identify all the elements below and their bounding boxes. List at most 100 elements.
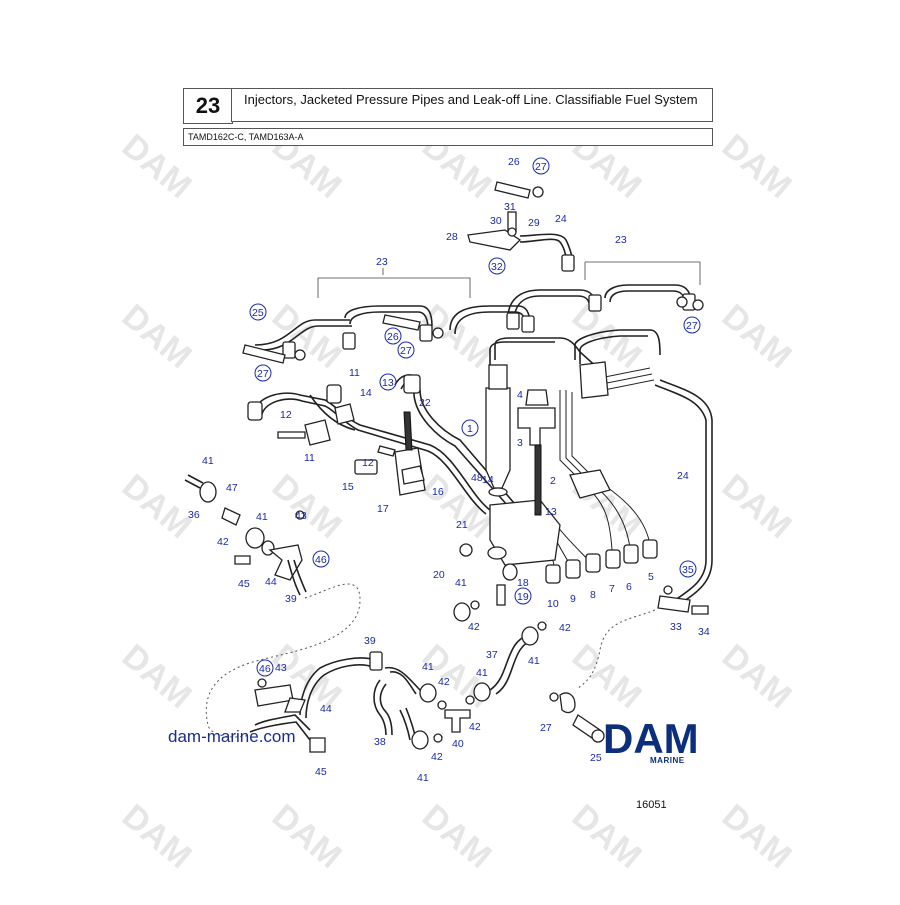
callout-22: 22 [419,397,431,409]
callout-28: 28 [446,231,458,243]
callout-number: 12 [362,457,374,469]
callout-26: 26 [384,327,402,345]
callout-number: 35 [682,564,694,576]
callout-number: 23 [376,256,388,268]
watermark-text: DAM [715,467,799,546]
callout-43: 43 [275,662,287,674]
callout-6: 6 [626,581,632,593]
callout-number: 26 [387,331,399,343]
callout-number: 47 [226,482,238,494]
watermark-text: DAM [715,127,799,206]
callout-number: 20 [433,569,445,581]
callout-circle [249,303,267,321]
callout-44: 44 [265,576,277,588]
callout-46: 46 [312,550,330,568]
callout-number: 7 [609,583,615,595]
callout-24: 24 [555,213,567,225]
callout-25: 25 [249,303,267,321]
callout-number: 23 [615,234,627,246]
callout-number: 42 [468,621,480,633]
callout-number: 28 [446,231,458,243]
callout-number: 25 [590,752,602,764]
callout-number: 42 [469,721,481,733]
watermark-text: DAM [715,297,799,376]
low-pressure-lines [184,474,656,753]
callout-33: 33 [670,621,682,633]
callout-35: 35 [679,560,697,578]
callout-13: 13 [545,506,557,518]
callout-41: 41 [256,511,268,523]
callout-34: 34 [698,626,710,638]
watermark-text: DAM [265,797,349,876]
callout-number: 15 [342,481,354,493]
callout-circle [683,316,701,334]
callout-number: 37 [486,649,498,661]
model-line: TAMD162C-C, TAMD163A-A [183,128,713,146]
callout-27: 27 [532,157,550,175]
logo-text: DAM [603,715,699,762]
drawing-number: 16051 [636,799,667,811]
callout-12: 12 [280,409,292,421]
callout-number: 45 [238,578,250,590]
callout-21: 21 [456,519,468,531]
callout-circle [397,341,415,359]
callout-41: 41 [202,455,214,467]
callout-circle [379,373,397,391]
callout-number: 46 [259,663,271,675]
callout-11: 11 [349,367,360,379]
callout-27: 27 [254,364,272,382]
callout-number: 43 [275,662,287,674]
watermark-text: DAM [115,467,199,546]
callout-27: 27 [540,722,552,734]
callout-number: 40 [452,738,464,750]
callout-number: 44 [265,576,277,588]
callout-25: 25 [590,752,602,764]
callout-number: 11 [304,452,315,464]
callout-number: 39 [364,635,376,647]
callout-39: 39 [364,635,376,647]
callout-number: 10 [547,598,559,610]
callout-3: 3 [517,437,523,449]
callout-42: 42 [431,751,443,763]
callout-number: 41 [256,511,268,523]
callout-42: 42 [438,676,450,688]
callout-number: 41 [455,577,467,589]
callout-number: 44 [320,703,332,715]
callout-circle [488,257,506,275]
callout-13: 13 [379,373,397,391]
callout-12: 12 [362,457,374,469]
callout-number: 48 [471,472,483,484]
callout-45: 45 [315,766,327,778]
callout-number: 21 [456,519,468,531]
callout-circle [514,587,532,605]
callout-37: 37 [486,649,498,661]
callout-1: 1 [461,419,479,437]
leak-off-line-assembly [247,329,713,615]
callout-number: 26 [508,156,520,168]
watermark-text: DAM [415,797,499,876]
callout-number: 42 [217,536,229,548]
callout-number: 29 [528,217,540,229]
callout-27: 27 [683,316,701,334]
callout-number: 11 [349,367,360,379]
website-link[interactable]: dam-marine.com [168,727,296,746]
callout-number: 33 [670,621,682,633]
callout-41: 41 [422,661,434,673]
callout-20: 20 [433,569,445,581]
callout-number: 39 [285,593,297,605]
callout-48: 48 [471,472,483,484]
callout-number: 41 [417,772,429,784]
callout-2: 2 [550,475,556,487]
callout-number: 42 [438,676,450,688]
callout-number: 32 [491,261,503,273]
watermark-text: DAM [265,297,349,376]
callout-number: 24 [677,470,689,482]
callout-number: 12 [280,409,292,421]
callout-number: 27 [257,368,269,380]
callout-circle [679,560,697,578]
watermark-text: DAM [115,297,199,376]
callout-number: 2 [550,475,556,487]
watermark-text: DAM [115,797,199,876]
callout-number: 17 [377,503,389,515]
